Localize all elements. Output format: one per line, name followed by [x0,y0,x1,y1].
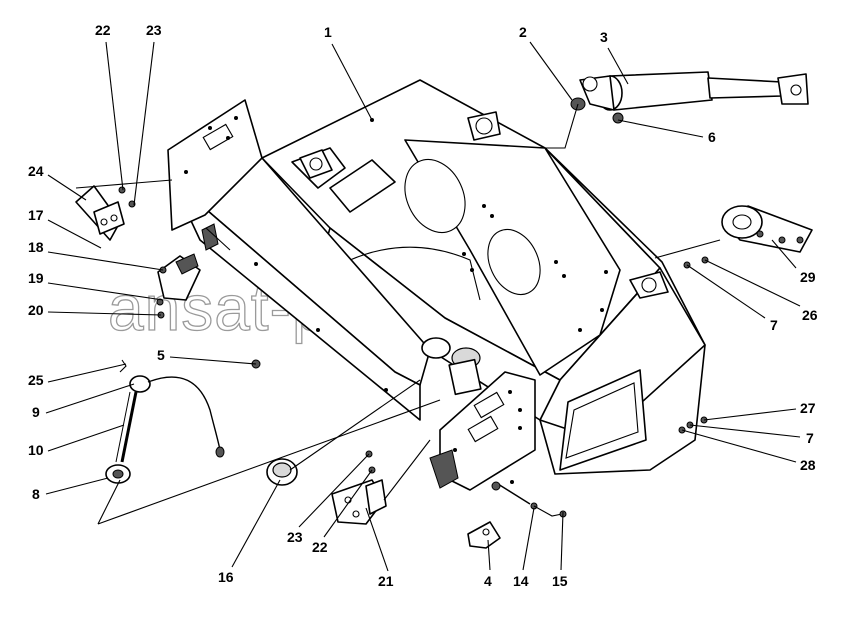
callout-c2: 2 [519,24,573,101]
callout-c22a: 22 [95,22,124,191]
leader-line [323,469,373,538]
callout-number: 3 [600,29,608,45]
callout-c6: 6 [617,119,716,145]
filler-cap [266,458,298,486]
leader-line [681,429,797,463]
leader-line [331,43,373,121]
callout-number: 14 [513,573,529,589]
callout-number: 27 [800,400,816,416]
assembly-lines [75,103,721,525]
lower-mount-bracket [331,479,387,525]
callout-c16: 16 [218,479,281,585]
callout-c29: 29 [771,239,816,285]
callout-c28: 28 [681,429,816,473]
leader-line [47,282,164,301]
callout-number: 6 [708,129,716,145]
callout-c19: 19 [28,270,164,301]
callout-number: 1 [324,24,332,40]
callout-number: 23 [287,529,303,545]
callout-number: 20 [28,302,44,318]
callout-number: 9 [32,404,40,420]
callout-c10: 10 [28,424,125,458]
leader-line [522,507,535,571]
left-mount-bracket [75,185,125,241]
callout-c27: 27 [703,400,816,421]
leader-line [47,424,125,452]
callout-c24: 24 [28,163,87,201]
callout-c22b: 22 [312,469,373,555]
callout-number: 16 [218,569,234,585]
leader-line [298,453,370,528]
main-frame [167,79,706,491]
callout-c25: 25 [28,363,127,388]
callout-number: 22 [312,539,328,555]
callout-number: 29 [800,269,816,285]
callout-number: 22 [95,22,111,38]
callout-c7a: 7 [686,264,778,333]
callout-c8: 8 [32,477,109,502]
pivot-arm-assembly [721,205,813,253]
callout-number: 21 [378,573,394,589]
callout-number: 2 [519,24,527,40]
callout-number: 7 [770,317,778,333]
leader-line [607,47,629,85]
leader-line [704,259,801,307]
callout-number: 10 [28,442,44,458]
leader-line [560,511,564,571]
callout-number: 17 [28,207,44,223]
callout-number: 25 [28,372,44,388]
callout-c7b: 7 [689,424,814,446]
leader-line [47,363,127,383]
leader-line [365,507,389,572]
callout-c9: 9 [32,383,135,420]
leader-line [487,539,491,571]
leader-line [169,356,257,365]
leader-line [689,424,801,438]
leader-line [45,477,109,495]
leader-line [771,239,797,269]
callout-c21: 21 [365,507,394,589]
callout-c20: 20 [28,302,162,318]
callout-number: 4 [484,573,492,589]
callout-number: 24 [28,163,44,179]
callout-c17: 17 [28,207,102,249]
leader-line [703,408,797,421]
callout-c18: 18 [28,239,164,271]
left-clamp-bracket [157,223,219,301]
callout-c3: 3 [600,29,629,85]
leader-line [45,383,135,414]
callout-number: 7 [806,430,814,446]
leader-line [686,264,766,319]
callout-c23a: 23 [133,22,162,206]
level-sender [105,359,225,484]
leader-line [47,311,162,316]
callout-c26: 26 [704,259,818,323]
callout-number: 18 [28,239,44,255]
leader-line [133,41,155,206]
leader-line [47,219,102,249]
leader-line [529,41,573,101]
leader-line [231,479,281,568]
callout-c1: 1 [324,24,373,121]
leader-line [105,41,124,191]
leader-line [47,174,87,201]
callout-number: 8 [32,486,40,502]
callout-c23b: 23 [287,453,370,545]
callout-number: 5 [157,347,165,363]
callout-c4: 4 [484,539,492,589]
callout-number: 23 [146,22,162,38]
leader-line [47,251,164,271]
leader-line [617,119,704,138]
callout-number: 28 [800,457,816,473]
callout-number: 26 [802,307,818,323]
callout-number: 15 [552,573,568,589]
callout-number: 19 [28,270,44,286]
callout-c5: 5 [157,347,257,365]
retaining-clip [467,521,501,549]
callout-c14: 14 [513,507,535,589]
callout-c15: 15 [552,511,568,589]
hydraulic-cylinder [570,71,809,124]
